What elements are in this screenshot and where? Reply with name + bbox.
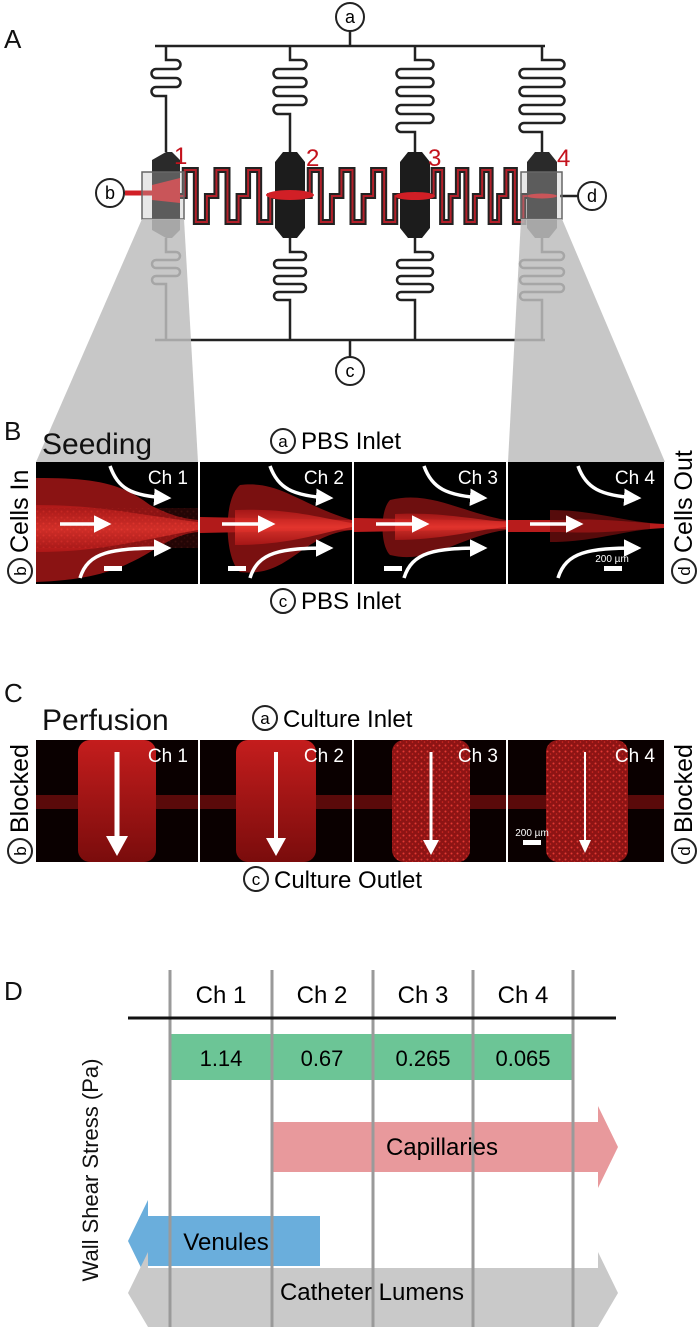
svg-text:a: a: [345, 7, 356, 27]
svg-text:b: b: [11, 566, 30, 575]
svg-text:Cells In: Cells In: [6, 470, 34, 553]
seeding-ch3-image: [354, 462, 506, 584]
perfusion-images: [36, 740, 664, 862]
port-c: c: [335, 356, 365, 386]
svg-text:c: c: [252, 870, 261, 889]
cells-in-label: b Cells In: [6, 470, 34, 584]
seeding-scale-bars: [104, 566, 622, 571]
seeding-ch4-label: Ch 4: [615, 468, 656, 489]
catheter-lumens-label: Catheter Lumens: [280, 1279, 464, 1306]
column-gridlines: [168, 970, 575, 1327]
capillaries-arrow: [272, 1106, 618, 1188]
pbs-inlet-top: a PBS Inlet: [270, 428, 401, 455]
cells-out-label: d Cells Out: [670, 450, 698, 584]
perfusion-title: Perfusion: [42, 704, 169, 737]
perfusion-flow-arrows: [106, 752, 591, 856]
panel-a-label: A: [4, 24, 22, 54]
resistor-serpentine: [518, 46, 566, 152]
perfusion-ch1-label: Ch 1: [148, 746, 188, 767]
channel-number-1: 1: [174, 143, 187, 170]
svg-text:a: a: [278, 432, 288, 451]
svg-text:Culture Outlet: Culture Outlet: [274, 867, 422, 894]
svg-text:PBS Inlet: PBS Inlet: [301, 588, 401, 615]
seeding-ch1-label: Ch 1: [148, 468, 188, 489]
pbs-inlet-bottom: c PBS Inlet: [270, 588, 401, 615]
seeding-scale-text: 200 µm: [595, 554, 629, 565]
main-serpentine: [180, 167, 527, 225]
panel-d-label: D: [4, 976, 23, 1006]
svg-text:Blocked: Blocked: [6, 744, 34, 833]
resistor-serpentine: [272, 238, 308, 340]
svg-text:PBS Inlet: PBS Inlet: [301, 428, 401, 455]
svg-text:d: d: [675, 846, 694, 855]
port-b: b: [95, 178, 125, 208]
zoom-funnel-left: [36, 219, 198, 462]
shear-value-ch1: 1.14: [200, 1046, 243, 1071]
column-header-ch1: Ch 1: [196, 982, 247, 1009]
culture-outlet-label: c Culture Outlet: [243, 866, 422, 894]
channel-number-4: 4: [557, 145, 570, 172]
capillaries-label: Capillaries: [386, 1134, 498, 1161]
resistor-serpentine: [395, 46, 435, 152]
svg-text:b: b: [11, 846, 30, 855]
shear-value-ch3: 0.265: [395, 1046, 450, 1071]
resistor-serpentine: [395, 238, 435, 340]
resistor-serpentine: [150, 46, 182, 152]
svg-text:a: a: [260, 709, 270, 728]
panel-c-label: C: [4, 678, 23, 708]
perfusion-scale-text: 200 µm: [515, 828, 549, 839]
perfusion-ch2-label: Ch 2: [304, 746, 344, 767]
chamber-3: [395, 152, 435, 238]
resistor-serpentine: [272, 46, 308, 152]
seeding-ch2-label: Ch 2: [304, 468, 344, 489]
channel-number-3: 3: [428, 145, 441, 172]
svg-text:d: d: [675, 566, 694, 575]
seeding-ch3-label: Ch 3: [458, 468, 498, 489]
svg-text:Cells Out: Cells Out: [670, 450, 698, 553]
culture-inlet-label: a Culture Inlet: [252, 705, 413, 733]
port-d: d: [577, 181, 607, 211]
venules-label: Venules: [183, 1229, 268, 1256]
column-header-ch2: Ch 2: [297, 982, 348, 1009]
perfusion-scale-bar: [523, 840, 541, 845]
svg-text:b: b: [105, 183, 115, 203]
shear-value-ch4: 0.065: [495, 1046, 550, 1071]
shear-value-ch2: 0.67: [301, 1046, 344, 1071]
blocked-left-label: b Blocked: [6, 744, 34, 864]
port-a: a: [335, 2, 365, 32]
svg-text:c: c: [279, 592, 288, 611]
zoom-funnel-right: [508, 219, 665, 462]
shear-stress-axis-label: Wall Shear Stress (Pa): [78, 1059, 103, 1282]
chamber-4: [520, 152, 563, 238]
svg-text:Blocked: Blocked: [670, 744, 698, 833]
perfusion-ch3-label: Ch 3: [458, 746, 498, 767]
column-header-ch3: Ch 3: [398, 982, 449, 1009]
svg-text:Culture Inlet: Culture Inlet: [283, 706, 413, 733]
range-arrows: [128, 1106, 618, 1327]
column-header-ch4: Ch 4: [498, 982, 549, 1009]
chamber-2: [266, 152, 314, 238]
blocked-right-label: d Blocked: [670, 744, 698, 864]
seeding-flow-arrows: [60, 465, 642, 579]
svg-text:d: d: [587, 186, 597, 206]
panel-b-label: B: [4, 416, 21, 446]
channel-number-2: 2: [306, 145, 319, 172]
chamber-1: [141, 152, 185, 238]
seeding-title: Seeding: [42, 428, 152, 461]
microfluidic-network: [155, 30, 545, 358]
svg-text:c: c: [346, 361, 355, 381]
perfusion-ch4-label: Ch 4: [615, 746, 656, 767]
